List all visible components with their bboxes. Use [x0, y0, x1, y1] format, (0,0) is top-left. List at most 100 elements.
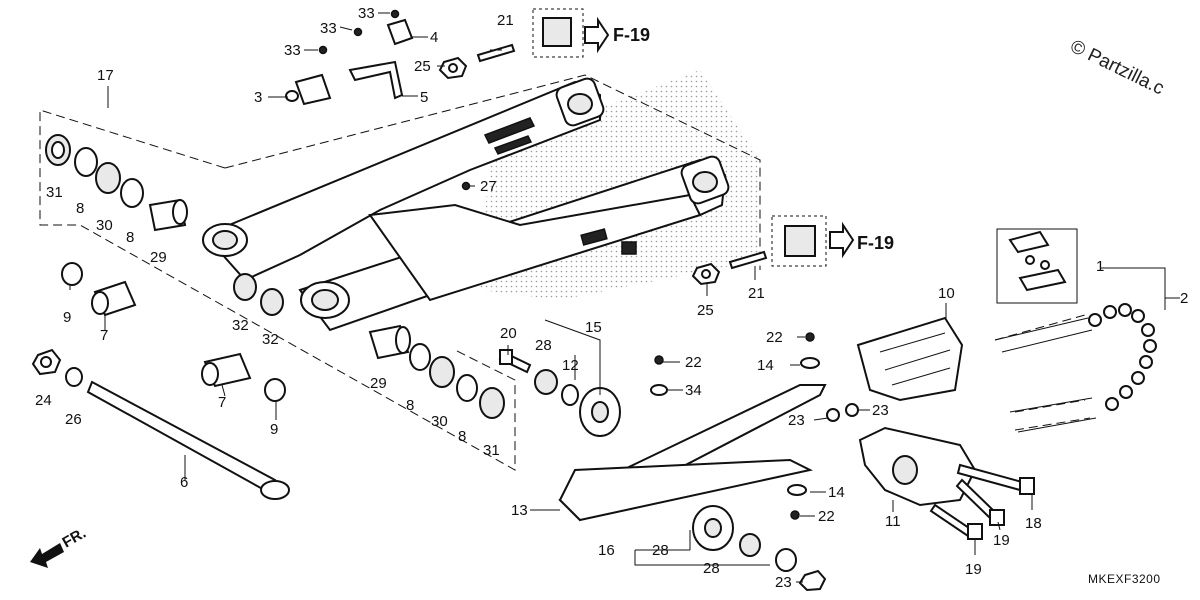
part-20-bolt [498, 349, 532, 374]
part-10-slider [856, 316, 964, 402]
part-12-collar [561, 384, 579, 406]
callout-14-a: 14 [757, 357, 774, 374]
part-22-bolt-c [790, 510, 800, 520]
part-3-clamp [285, 73, 332, 106]
callout-8-a: 8 [76, 200, 84, 217]
callout-25-b: 25 [697, 302, 714, 319]
callout-22-c: 22 [818, 508, 835, 525]
part-28-collar-a [534, 369, 558, 395]
callout-34: 34 [685, 382, 702, 399]
part-26-washer [65, 367, 83, 387]
callout-33-b: 33 [320, 20, 337, 37]
callout-27: 27 [480, 178, 497, 195]
callout-1: 1 [1096, 258, 1104, 275]
part-29-bushing-b [368, 324, 411, 360]
callouts: 1 2 3 4 5 6 7 7 8 8 8 8 9 9 10 11 12 13 … [35, 5, 1188, 591]
callout-33-c: 33 [284, 42, 301, 59]
callout-6: 6 [180, 474, 188, 491]
group-outline-2c [1014, 417, 1091, 431]
part-33-bolt-c [318, 45, 328, 55]
part-8-washer-a [74, 147, 98, 177]
callout-22-b: 22 [685, 354, 702, 371]
callout-30-b: 30 [431, 413, 448, 430]
part-6-pivot-bolt [86, 380, 290, 500]
callout-19-b: 19 [965, 561, 982, 578]
callout-29-a: 29 [150, 249, 167, 266]
group-outline-2b [1014, 399, 1086, 413]
callout-7-a: 7 [100, 327, 108, 344]
part-2-drive-chain [994, 303, 1157, 433]
callout-23-a: 23 [788, 412, 805, 429]
part-33-bolt-a [390, 9, 400, 19]
ref-label-b: F-19 [857, 233, 894, 253]
part-8-washer-d [456, 374, 478, 402]
part-29-bushing-a [148, 198, 188, 232]
group-outline-2 [994, 314, 1086, 341]
callout-12: 12 [562, 357, 579, 374]
part-19-bolt-b [929, 503, 983, 540]
front-arrow-icon [30, 543, 64, 568]
callout-7-b: 7 [218, 394, 226, 411]
part-30-bearing-b [429, 356, 455, 388]
part-33-bolt-b [353, 27, 363, 37]
part-23-nut-a [826, 408, 840, 422]
callout-2: 2 [1180, 290, 1188, 307]
callout-17: 17 [97, 67, 114, 84]
callout-19-a: 19 [993, 532, 1010, 549]
callout-10: 10 [938, 285, 955, 302]
part-5-bracket [348, 60, 404, 100]
part-9-washer-b [264, 378, 286, 402]
callout-13: 13 [511, 502, 528, 519]
callout-31-a: 31 [46, 184, 63, 201]
diagram-code: MKEXF3200 [1088, 572, 1161, 586]
callout-21-a: 21 [497, 12, 514, 29]
callout-23-b: 23 [872, 402, 889, 419]
part-28-collar-b [739, 533, 761, 557]
part-7-collar-a [91, 280, 137, 317]
ref-box-b [771, 215, 855, 267]
part-23-nut-c [798, 569, 827, 592]
swingarm [202, 77, 730, 332]
group-outline-main [224, 74, 761, 270]
part-11-chain-guide [858, 426, 977, 507]
callout-25-a: 25 [414, 58, 431, 75]
callout-11: 11 [885, 513, 901, 530]
callout-15: 15 [585, 319, 602, 336]
part-27-bolt [461, 181, 471, 191]
part-1-master-link [996, 228, 1078, 304]
callout-8-b: 8 [126, 229, 134, 246]
part-30-bearing-a [95, 162, 121, 194]
part-16-roller [692, 505, 734, 551]
callout-14-b: 14 [828, 484, 845, 501]
part-22-bolt-b [654, 355, 664, 365]
callout-28-b: 28 [652, 542, 669, 559]
callout-3: 3 [254, 89, 262, 106]
part-21-adjuster-b [728, 250, 768, 270]
front-arrow-label: FR. [60, 525, 89, 552]
callout-31-b: 31 [483, 442, 500, 459]
part-31-seal-right [479, 387, 505, 419]
part-13-chain-slider [558, 384, 827, 522]
part-9-washer-a [61, 262, 83, 286]
callout-28-c: 28 [703, 560, 720, 577]
part-7-collar-b [201, 352, 252, 388]
part-25-nut-a [438, 56, 468, 80]
callout-4: 4 [430, 29, 438, 46]
part-32-seal-a [233, 273, 257, 301]
callout-24: 24 [35, 392, 52, 409]
callout-32-b: 32 [262, 331, 279, 348]
group-outline-17 [39, 109, 516, 471]
leader-lines [69, 12, 1180, 583]
callout-23-c: 23 [775, 574, 792, 591]
part-8-washer-c [409, 343, 431, 371]
callout-21-b: 21 [748, 285, 765, 302]
callout-18: 18 [1025, 515, 1042, 532]
part-21-adjuster-a [476, 43, 516, 63]
part-22-bolt-a [805, 332, 815, 342]
ref-label-a: F-19 [613, 25, 650, 45]
part-8-washer-b [120, 178, 144, 208]
callout-20: 20 [500, 325, 517, 342]
part-34-washer [650, 384, 668, 396]
part-32-seal-b [260, 288, 284, 316]
